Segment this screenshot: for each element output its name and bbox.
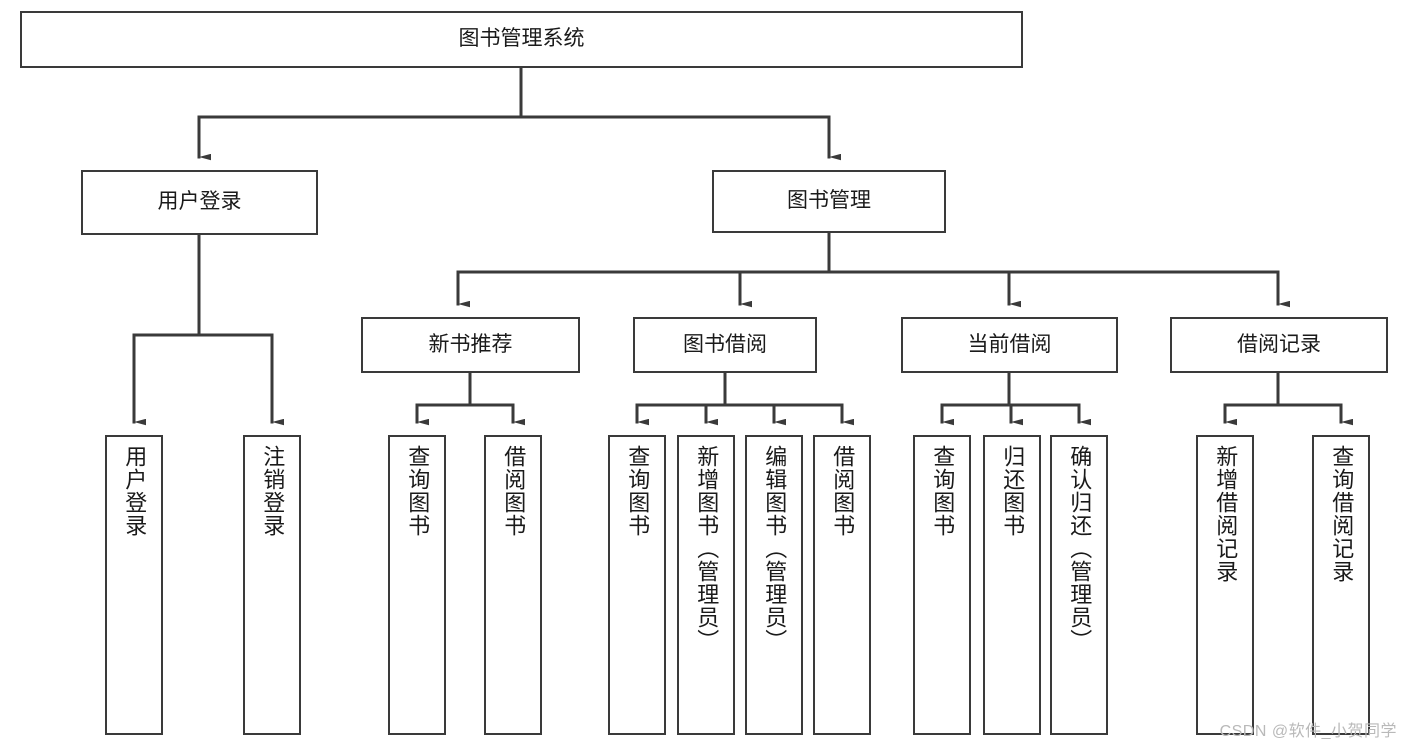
node-leaf-edit-book-label: 编辑图书（管理员） bbox=[762, 445, 788, 652]
node-leaf-query-book-1-label: 查询图书 bbox=[405, 445, 431, 537]
node-borrow-record[interactable]: 借阅记录 bbox=[1170, 317, 1388, 373]
node-user-login-label: 用户登录 bbox=[157, 190, 242, 214]
node-leaf-confirm-return[interactable]: 确认归还（管理员） bbox=[1050, 435, 1108, 735]
node-leaf-add-book-label: 新增图书（管理员） bbox=[694, 445, 720, 652]
node-leaf-borrow-book-2-label: 借阅图书 bbox=[830, 445, 856, 537]
node-root[interactable]: 图书管理系统 bbox=[20, 11, 1023, 68]
node-borrow-record-label: 借阅记录 bbox=[1237, 332, 1321, 356]
node-leaf-query-book-2-label: 查询图书 bbox=[625, 445, 651, 537]
node-leaf-confirm-return-label: 确认归还（管理员） bbox=[1067, 445, 1093, 652]
node-leaf-query-book-1[interactable]: 查询图书 bbox=[388, 435, 446, 735]
node-leaf-add-record-label: 新增借阅记录 bbox=[1213, 445, 1239, 583]
node-leaf-query-record[interactable]: 查询借阅记录 bbox=[1312, 435, 1370, 735]
node-leaf-logout[interactable]: 注销登录 bbox=[243, 435, 301, 735]
node-user-login[interactable]: 用户登录 bbox=[81, 170, 318, 235]
node-book-manage[interactable]: 图书管理 bbox=[712, 170, 946, 233]
node-book-borrow[interactable]: 图书借阅 bbox=[633, 317, 817, 373]
node-leaf-borrow-book-2[interactable]: 借阅图书 bbox=[813, 435, 871, 735]
node-root-label: 图书管理系统 bbox=[458, 27, 585, 51]
node-leaf-add-book[interactable]: 新增图书（管理员） bbox=[677, 435, 735, 735]
node-leaf-return-book-label: 归还图书 bbox=[1000, 445, 1026, 537]
node-leaf-query-book-3-label: 查询图书 bbox=[930, 445, 956, 537]
node-leaf-query-book-2[interactable]: 查询图书 bbox=[608, 435, 666, 735]
node-new-book-rec-label: 新书推荐 bbox=[428, 332, 513, 356]
node-current-borrow-label: 当前借阅 bbox=[967, 332, 1052, 356]
node-leaf-logout-label: 注销登录 bbox=[260, 445, 286, 537]
node-leaf-query-record-label: 查询借阅记录 bbox=[1329, 445, 1355, 583]
node-leaf-user-login[interactable]: 用户登录 bbox=[105, 435, 163, 735]
node-leaf-return-book[interactable]: 归还图书 bbox=[983, 435, 1041, 735]
node-leaf-add-record[interactable]: 新增借阅记录 bbox=[1196, 435, 1254, 735]
node-book-borrow-label: 图书借阅 bbox=[683, 332, 767, 356]
node-new-book-rec[interactable]: 新书推荐 bbox=[361, 317, 580, 373]
node-leaf-borrow-book-1[interactable]: 借阅图书 bbox=[484, 435, 542, 735]
node-book-manage-label: 图书管理 bbox=[787, 189, 871, 213]
node-current-borrow[interactable]: 当前借阅 bbox=[901, 317, 1118, 373]
node-leaf-borrow-book-1-label: 借阅图书 bbox=[501, 445, 527, 537]
node-leaf-query-book-3[interactable]: 查询图书 bbox=[913, 435, 971, 735]
node-leaf-edit-book[interactable]: 编辑图书（管理员） bbox=[745, 435, 803, 735]
node-leaf-user-login-label: 用户登录 bbox=[122, 445, 148, 537]
